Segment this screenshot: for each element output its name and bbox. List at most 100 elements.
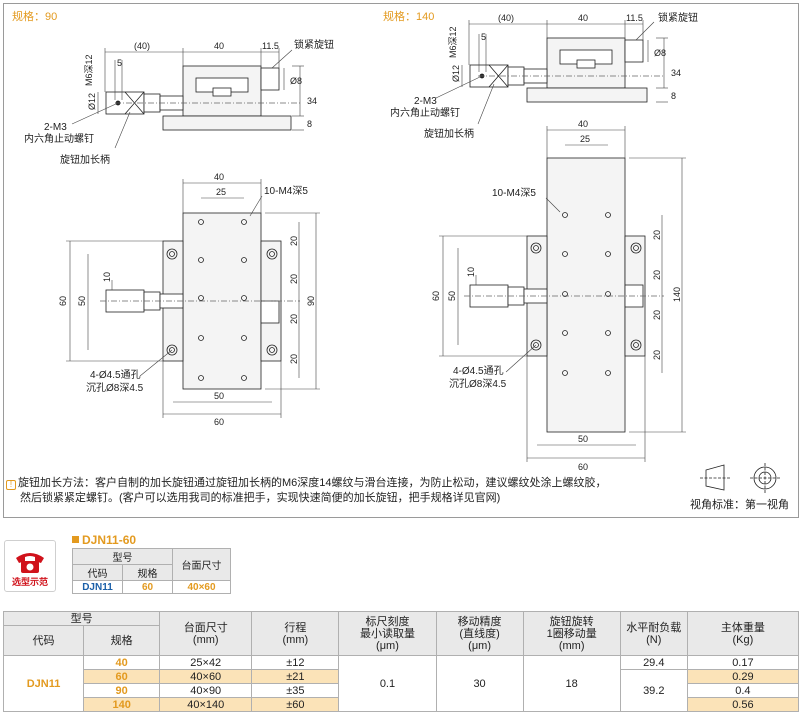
svg-text:50: 50 [214, 391, 224, 401]
view-standard: 视角标准：第一视角 [690, 499, 789, 511]
extension-note: !旋钮加长方法：客户自制的加长旋钮通过旋钮加长柄的M6深度14螺纹与滑台连接，为… [6, 476, 696, 506]
info-icon: ! [6, 480, 16, 490]
svg-text:2-M3: 2-M3 [44, 122, 67, 133]
right-top-holes [530, 212, 642, 376]
svg-text:(40): (40) [134, 41, 150, 51]
svg-text:60: 60 [58, 296, 68, 306]
th-travel: 行程(mm) [251, 611, 340, 656]
svg-text:8: 8 [307, 119, 312, 129]
svg-text:25: 25 [216, 187, 226, 197]
th-load: 水平耐负载(N) [619, 611, 688, 656]
th-code: 代码 [2, 625, 85, 656]
svg-text:4-Ø4.5通孔: 4-Ø4.5通孔 [90, 369, 141, 381]
cell-travel: ±21 [251, 669, 340, 684]
selection-table: 型号 台面尺寸 代码 规格 DJN11 60 40×60 [72, 548, 231, 594]
svg-text:90: 90 [306, 296, 316, 306]
right-side-view [469, 37, 664, 103]
svg-text:旋钮加长柄: 旋钮加长柄 [60, 153, 110, 166]
th-size: 台面尺寸(mm) [159, 611, 253, 656]
model-header: DJN11-60 [72, 533, 136, 547]
cell-knob: 18 [522, 655, 621, 712]
svg-text:10-M4深5: 10-M4深5 [492, 187, 536, 199]
svg-text:20: 20 [289, 314, 299, 324]
svg-text:34: 34 [307, 96, 317, 106]
svg-text:5: 5 [117, 58, 122, 68]
svg-text:10: 10 [466, 267, 476, 277]
svg-text:40: 40 [214, 172, 224, 182]
cell-load: 39.2 [619, 669, 688, 712]
sel-header-spec: 规格 [122, 564, 173, 581]
svg-text:锁紧旋钮: 锁紧旋钮 [294, 38, 334, 51]
left-side-texts: (40) 40 11.5 锁紧旋钮 5 34 8 Ø8 2-M3 内六角止动螺钉… [24, 38, 334, 166]
badge-label: 选型示范 [11, 577, 48, 587]
sel-code: DJN11 [72, 580, 123, 594]
sel-spec: 60 [122, 580, 173, 594]
left-side-dims [71, 48, 304, 149]
svg-text:Ø8: Ø8 [654, 48, 666, 58]
sel-header-code: 代码 [72, 564, 123, 581]
projection-symbol-icon [700, 463, 780, 493]
th-weight: 主体重量(Kg) [686, 611, 800, 656]
svg-text:旋钮加长柄: 旋钮加长柄 [424, 127, 474, 140]
svg-text:M6深12: M6深12 [448, 26, 458, 58]
svg-text:20: 20 [652, 310, 662, 320]
cell-size: 40×140 [159, 697, 253, 712]
svg-text:20: 20 [289, 274, 299, 284]
svg-text:Ø8: Ø8 [290, 76, 302, 86]
cell-travel: ±35 [251, 683, 340, 698]
cell-travel: ±12 [251, 655, 340, 670]
technical-drawing: (40) 40 11.5 锁紧旋钮 5 34 8 Ø8 2-M3 内六角止动螺钉… [24, 11, 780, 493]
svg-text:Ø12: Ø12 [451, 65, 461, 82]
cell-size: 40×90 [159, 683, 253, 698]
right-top-texts: 40 25 10-M4深5 50 60 4-Ø4.5通孔 沉孔Ø8深4.5 [449, 119, 590, 472]
cell-code: DJN11 [2, 655, 85, 712]
svg-text:M6深12: M6深12 [84, 54, 94, 86]
cell-scale: 0.1 [338, 655, 437, 712]
drawing-frame [3, 3, 799, 518]
bullet-square-icon [72, 536, 79, 543]
cell-weight: 0.4 [686, 683, 800, 698]
left-top-texts: 40 25 10-M4深5 50 60 4-Ø4.5通孔 沉孔Ø8深4.5 [86, 172, 308, 427]
left-top-holes [166, 219, 278, 381]
cell-weight: 0.29 [686, 669, 800, 684]
th-spec: 规格 [83, 625, 161, 656]
svg-text:20: 20 [652, 230, 662, 240]
svg-text:沉孔Ø8深4.5: 沉孔Ø8深4.5 [449, 377, 507, 390]
sel-header-size: 台面尺寸 [172, 548, 231, 581]
th-model: 型号 [2, 611, 161, 626]
svg-text:20: 20 [652, 270, 662, 280]
svg-text:10: 10 [102, 272, 112, 282]
left-side-view [105, 65, 300, 131]
cell-spec: 60 [83, 669, 161, 684]
svg-text:50: 50 [447, 291, 457, 301]
cell-accuracy: 30 [435, 655, 524, 712]
svg-text:2-M3: 2-M3 [414, 96, 437, 107]
svg-text:沉孔Ø8深4.5: 沉孔Ø8深4.5 [86, 381, 144, 394]
svg-text:50: 50 [77, 296, 87, 306]
svg-text:内六角止动螺钉: 内六角止动螺钉 [24, 132, 94, 145]
svg-text:40: 40 [214, 41, 224, 51]
right-top-dims [439, 126, 686, 462]
left-spec-title: 规格：90 [12, 11, 58, 23]
selection-example-badge: 选型示范 [4, 540, 56, 592]
svg-text:20: 20 [289, 236, 299, 246]
svg-text:40: 40 [578, 13, 588, 23]
cell-load: 29.4 [619, 655, 688, 670]
telephone-icon [16, 553, 44, 573]
left-top-dims [66, 179, 320, 418]
sel-header-model: 型号 [72, 548, 173, 565]
right-spec-title: 规格：140 [383, 11, 435, 23]
cell-spec: 90 [83, 683, 161, 698]
cell-travel: ±60 [251, 697, 340, 712]
svg-text:140: 140 [672, 287, 682, 302]
cell-size: 25×42 [159, 655, 253, 670]
svg-text:(40): (40) [498, 13, 514, 23]
svg-text:锁紧旋钮: 锁紧旋钮 [658, 11, 698, 24]
svg-text:20: 20 [652, 350, 662, 360]
cell-weight: 0.56 [686, 697, 800, 712]
right-side-dims [435, 20, 668, 125]
svg-text:50: 50 [578, 434, 588, 444]
left-top-view [100, 212, 300, 390]
cell-spec: 40 [83, 655, 161, 670]
